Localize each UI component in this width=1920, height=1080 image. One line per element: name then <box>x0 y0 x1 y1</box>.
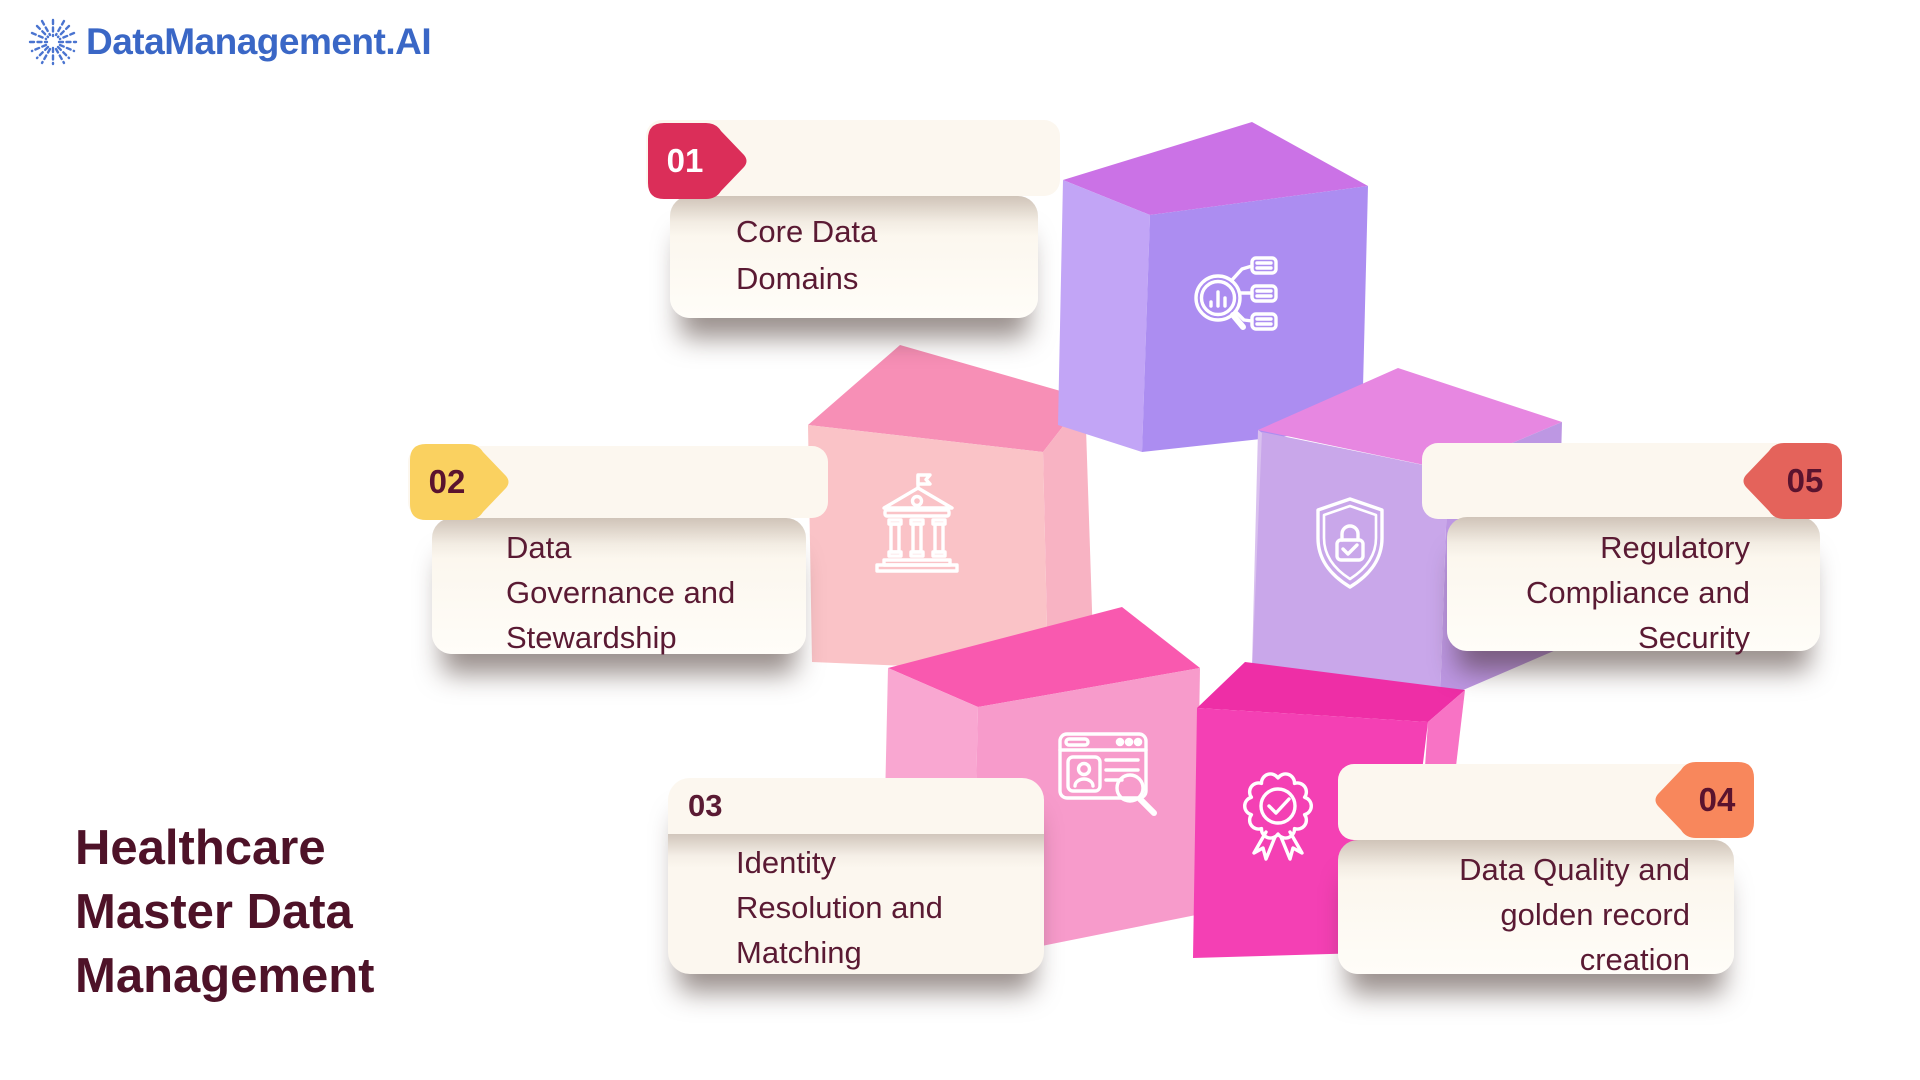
badge-04-number: 04 <box>1698 781 1736 818</box>
identity-card-search-icon <box>1058 730 1162 820</box>
bank-building-icon <box>872 470 960 574</box>
shield-lock-icon <box>1312 496 1388 590</box>
card-01-body: Core Data Domains <box>670 196 1038 318</box>
page-title: Healthcare Master Data Management <box>75 821 375 1003</box>
cube-core <box>1058 122 1368 452</box>
card-05-body: Regulatory Compliance and Security <box>1447 517 1820 655</box>
cube-governance <box>808 345 1093 672</box>
card-03-divider-shadow <box>668 834 1044 868</box>
badge-02-number: 02 <box>428 463 466 500</box>
card-03-number: 03 <box>688 788 723 823</box>
badge-01: 01 <box>646 121 750 201</box>
card-04-body: Data Quality and golden record creation <box>1338 840 1734 977</box>
card-03-text: Identity Resolution and Matching <box>736 845 943 970</box>
card-02-body: Data Governance and Stewardship <box>432 518 806 655</box>
badge-01-number: 01 <box>666 142 704 179</box>
logo: DataManagement.AI <box>28 16 432 68</box>
card-03: 03 Identity Resolution and Matching <box>668 778 1044 974</box>
badge-02: 02 <box>408 442 512 522</box>
search-analytics-icon <box>1194 256 1280 346</box>
badge-05-number: 05 <box>1786 462 1824 499</box>
badge-05: 05 <box>1740 441 1844 521</box>
badge-04: 04 <box>1652 760 1756 840</box>
starburst-icon <box>28 16 78 68</box>
logo-text: DataManagement.AI <box>86 21 432 62</box>
award-ribbon-icon <box>1236 768 1320 868</box>
